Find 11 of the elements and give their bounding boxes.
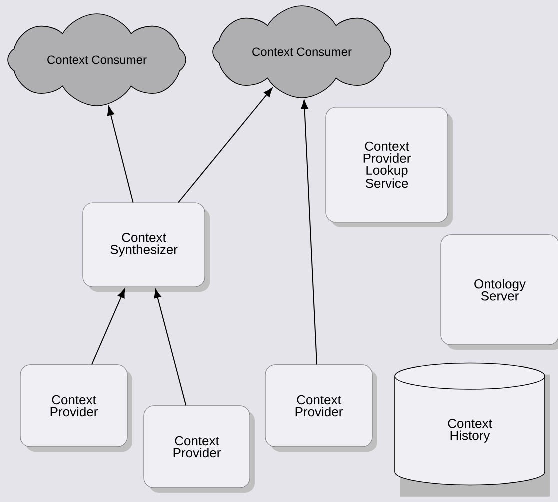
process-box: Context Provider — [265, 364, 378, 452]
process-box: Ontology Server — [440, 234, 558, 350]
process-box: Context Synthesizer — [82, 202, 210, 292]
arrow — [107, 106, 134, 204]
process-box: Context Provider — [144, 406, 255, 493]
arrow — [154, 288, 187, 406]
process-box: Context Provider — [20, 364, 132, 452]
process-box: Context Provider Lookup Service — [326, 107, 453, 228]
arrow — [91, 288, 126, 366]
arrow — [301, 100, 318, 366]
arrow — [178, 88, 273, 204]
